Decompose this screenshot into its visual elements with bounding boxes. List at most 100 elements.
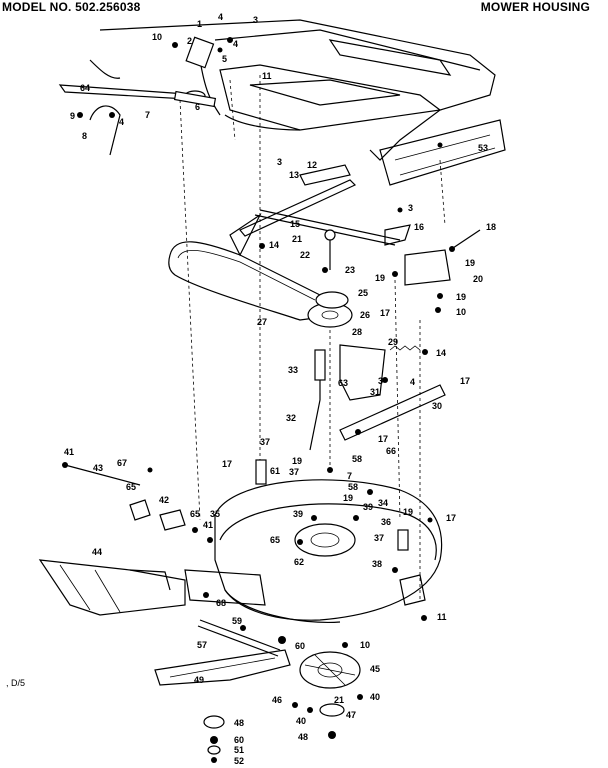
callout: 36: [381, 517, 391, 527]
callout: 23: [345, 265, 355, 275]
callout: 29: [388, 337, 398, 347]
callout: 4: [218, 12, 223, 22]
callout: 60: [234, 735, 244, 745]
callout: 60: [295, 641, 305, 651]
callout: 37: [260, 437, 270, 447]
left-side-parts: [38, 462, 213, 616]
callout: 3: [253, 15, 258, 25]
callout: 53: [478, 143, 488, 153]
callout: 62: [294, 557, 304, 567]
callout: 3: [378, 376, 383, 386]
callout: 4: [410, 377, 415, 387]
callout: 49: [194, 675, 204, 685]
callout: 7: [347, 471, 352, 481]
callout: 68: [216, 598, 226, 608]
callout: 58: [348, 482, 358, 492]
callout: 67: [117, 458, 127, 468]
callout: 44: [92, 547, 102, 557]
callout: 3: [408, 203, 413, 213]
callout: 59: [232, 616, 242, 626]
callout: 18: [486, 222, 496, 232]
callout: 17: [460, 376, 470, 386]
callout: 19: [343, 493, 353, 503]
callout: 13: [289, 170, 299, 180]
callout: 30: [432, 401, 442, 411]
callout: 41: [64, 447, 74, 457]
callout: 20: [473, 274, 483, 284]
callout: 10: [152, 32, 162, 42]
callout: 32: [286, 413, 296, 423]
mower-deck: [184, 459, 443, 624]
callout: 63: [338, 378, 348, 388]
callout: 40: [370, 692, 380, 702]
callout: 43: [93, 463, 103, 473]
model-number-heading: MODEL NO. 502.256038: [2, 0, 141, 14]
drive-belt: [168, 241, 328, 321]
callout: 65: [190, 509, 200, 519]
callout: 19: [292, 456, 302, 466]
callout: 14: [436, 348, 446, 358]
callout: 25: [358, 288, 368, 298]
callout: 48: [234, 718, 244, 728]
callout: 9: [70, 111, 75, 121]
callout: 4: [233, 39, 238, 49]
callout: 3: [277, 157, 282, 167]
callout: 39: [363, 502, 373, 512]
callout: 38: [372, 559, 382, 569]
callout: 22: [300, 250, 310, 260]
callout: 19: [375, 273, 385, 283]
callout: 19: [403, 507, 413, 517]
callout: 65: [270, 535, 280, 545]
callout: 21: [292, 234, 302, 244]
callout: 15: [290, 219, 300, 229]
alignment-lines: [179, 75, 446, 600]
callout: 10: [360, 640, 370, 650]
callout: 17: [222, 459, 232, 469]
callout: 16: [414, 222, 424, 232]
blade-assembly: [154, 619, 363, 763]
callout-labels: 1 2 3 4 4 5 10 11 64 9 4 7 6 8 53 3 12 1…: [64, 12, 496, 766]
callout: 40: [296, 716, 306, 726]
callout: 17: [378, 434, 388, 444]
callout: 51: [234, 745, 244, 755]
callout: 27: [257, 317, 267, 327]
callout: 42: [159, 495, 169, 505]
callout: 10: [456, 307, 466, 317]
callout: 65: [126, 482, 136, 492]
callout: 37: [289, 467, 299, 477]
callout: 52: [234, 756, 244, 766]
callout: 57: [197, 640, 207, 650]
callout: 41: [203, 520, 213, 530]
callout: 37: [374, 533, 384, 543]
callout: 45: [370, 664, 380, 674]
callout: 5: [222, 54, 227, 64]
callout: 11: [262, 71, 272, 81]
callout: 2: [187, 36, 192, 46]
callout: 58: [352, 454, 362, 464]
callout: 64: [80, 83, 90, 93]
callout: 47: [346, 710, 356, 720]
callout: 21: [334, 695, 344, 705]
callout: 39: [293, 509, 303, 519]
callout: 17: [380, 308, 390, 318]
callout: 48: [298, 732, 308, 742]
callout: 35: [210, 509, 220, 519]
idler-linkage: [229, 164, 481, 313]
callout: 33: [288, 365, 298, 375]
mower-frame-assembly: [58, 19, 506, 186]
callout: 19: [456, 292, 466, 302]
callout: 61: [270, 466, 280, 476]
page-reference: , D/5: [6, 678, 25, 688]
callout: 31: [370, 387, 380, 397]
callout: 19: [465, 258, 475, 268]
callout: 12: [307, 160, 317, 170]
brake-bracket-assembly: [309, 344, 446, 451]
section-title: MOWER HOUSING: [480, 0, 590, 14]
callout: 8: [82, 131, 87, 141]
callout: 6: [195, 102, 200, 112]
callout: 14: [269, 240, 279, 250]
callout: 11: [437, 612, 447, 622]
callout: 4: [119, 117, 124, 127]
callout: 28: [352, 327, 362, 337]
callout: 7: [145, 110, 150, 120]
